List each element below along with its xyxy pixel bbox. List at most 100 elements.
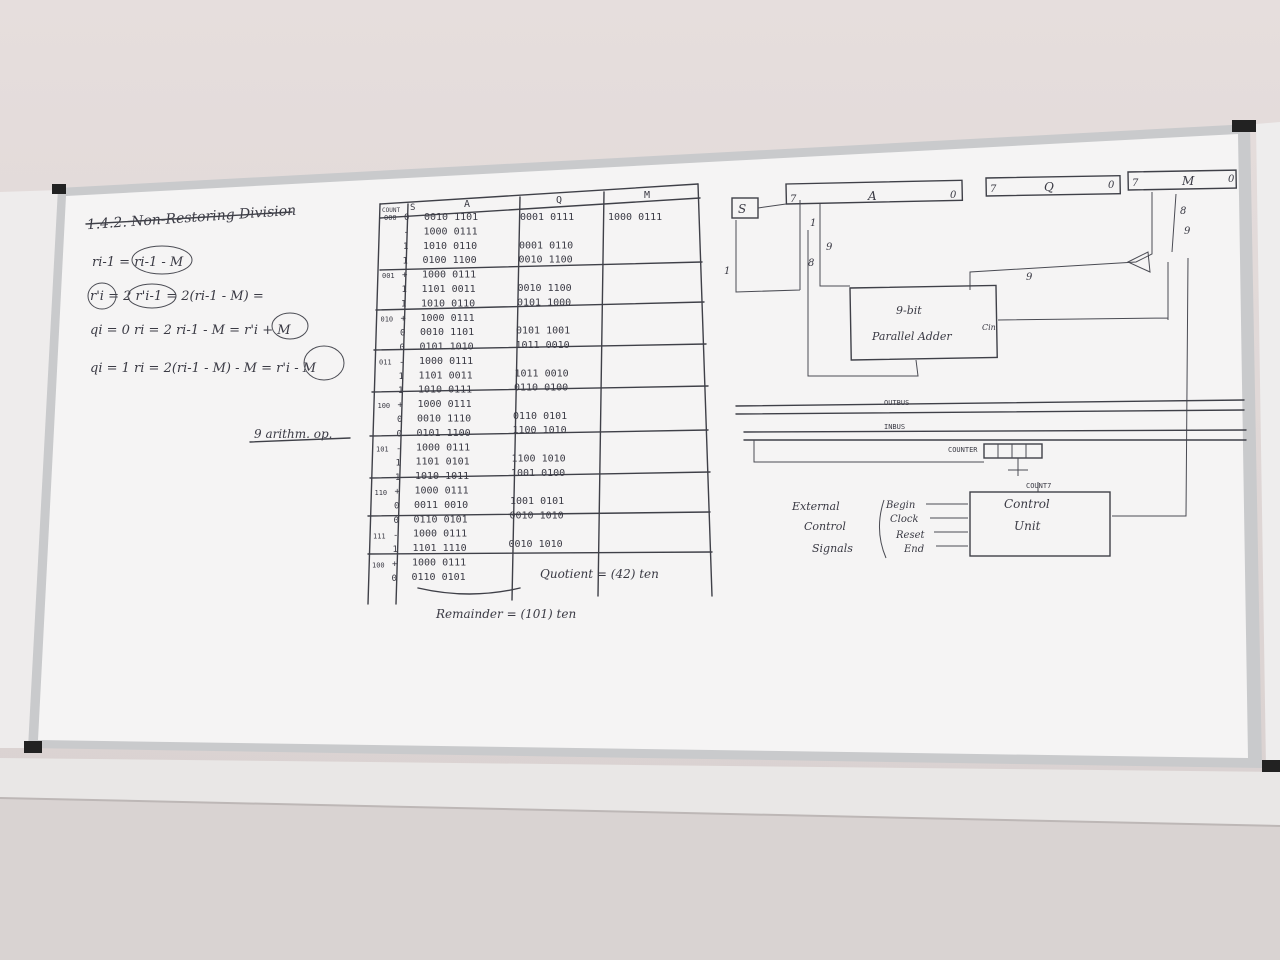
table-cell-q: 0001 0111 (520, 212, 574, 223)
control-line2: Unit (1014, 519, 1041, 533)
table-cell-a: 1010 0110 (423, 241, 477, 252)
table-cell-count: 100 (372, 561, 385, 569)
circle-mark (303, 345, 345, 381)
register-m (1127, 169, 1238, 191)
table-cell-a: 0010 1101 (424, 212, 478, 223)
datapath-diagram: S A Q M 7 0 7 0 7 0 8 9 9 8 1 1 9 9-bit … (724, 169, 1247, 559)
register-q (985, 174, 1122, 197)
table-cell-s: 1 (393, 545, 398, 555)
table-cell-s: 1 (402, 285, 407, 295)
circle-mark (87, 282, 117, 310)
table-cell-a: 0010 1110 (417, 414, 471, 425)
formula-4: qi = 1 ri = 2(ri-1 - M) - M = r'i - M (90, 361, 317, 376)
table-cell-a: 1000 0111 (418, 399, 472, 410)
outbus-label: OUTBUS (884, 399, 909, 407)
counter-label: COUNTER (948, 446, 978, 454)
remainder-brace (417, 587, 521, 595)
table-cell-count: 110 (375, 489, 388, 497)
frame-clip (1262, 760, 1280, 772)
counter (983, 443, 1043, 459)
table-cell-s: + (398, 401, 404, 411)
table-cell-count: 111 (373, 532, 386, 540)
table-cell-a: 1000 0111 (422, 270, 476, 281)
quotient-note: Quotient = (42) ten (540, 567, 659, 581)
register-a-label: A (867, 189, 877, 203)
table-cell-s: - (396, 444, 401, 454)
table-cell-s: + (395, 487, 401, 497)
table-cell-count: 100 (378, 402, 391, 410)
board-surface (38, 134, 1248, 758)
bit-label: 1 (724, 266, 730, 277)
table-cell-q: 0110 0101 (513, 411, 567, 422)
bit-label: 8 (1180, 206, 1186, 217)
table-cell-q: 0101 1000 (517, 297, 571, 308)
table-cell-q: 1001 0100 (511, 468, 565, 479)
table-cell-a: 1010 0110 (421, 298, 475, 309)
external-line3: Signals (812, 542, 853, 555)
table-cell-q: 0010 1010 (510, 510, 564, 521)
signal-begin: Begin (885, 500, 915, 511)
table-cell-q: 0001 0110 (519, 240, 573, 251)
heading-underline (85, 211, 293, 225)
frame-clip (1232, 120, 1256, 132)
table-cell-count: 101 (376, 446, 389, 454)
inbus-label: INBUS (884, 423, 905, 431)
external-line2: Control (804, 520, 846, 533)
right-board-edge (1256, 122, 1280, 770)
ops-underline (249, 437, 351, 443)
table-cell-a: 1000 0111 (416, 442, 470, 453)
signal-arrows (926, 503, 968, 547)
table-cell-s: 0 (397, 430, 402, 440)
table-cell-a: 0101 1010 (420, 342, 474, 353)
bit-label: 8 (808, 258, 814, 269)
table-cell-a: 1101 0011 (419, 370, 473, 381)
table-cell-s: 0 (397, 415, 402, 425)
table-cell-s: - (393, 531, 398, 541)
table-cell-s: 1 (398, 386, 403, 396)
adder-line2: Parallel Adder (871, 330, 952, 343)
table-cell-s: 1 (399, 372, 404, 382)
table-cell-s: 0 (400, 328, 405, 338)
table-cell-m: 1000 0111 (608, 212, 662, 223)
table-cell-q: 1001 0101 (510, 496, 564, 507)
signal-brace (879, 499, 887, 559)
bit-label: 9 (1026, 272, 1033, 283)
table-cell-a: 1000 0111 (421, 313, 475, 324)
control-line1: Control (1004, 497, 1050, 511)
table-cell-q: 1100 1010 (512, 454, 566, 465)
circle-mark (127, 283, 177, 309)
table-cell-q: 1011 0010 (515, 368, 569, 379)
table-cell-q: 0010 1100 (518, 283, 572, 294)
bit-label: 7 (990, 184, 997, 195)
table-cell-a: 1010 0111 (418, 385, 472, 396)
control-unit (969, 491, 1111, 557)
table-cell-s: 0 (400, 343, 405, 353)
circle-mark (131, 245, 193, 275)
external-line1: External (791, 500, 840, 513)
table-cell-s: 0 (394, 502, 399, 512)
inbus-line (743, 429, 1247, 441)
count7-label: COUNT7 (1026, 482, 1051, 490)
table-cell-a: 0101 1100 (417, 428, 471, 439)
table-cell-s: 0 (394, 516, 399, 526)
table-cell-q: 0110 0100 (514, 383, 568, 394)
bit-label: 7 (1132, 178, 1139, 189)
table-header-cell: S (410, 203, 415, 213)
register-a (785, 179, 964, 205)
bit-label: 0 (950, 190, 957, 201)
table-cell-s: 0 (392, 574, 397, 584)
table-cell-s: 0 (404, 213, 409, 223)
table-cell-a: 0011 0010 (414, 500, 468, 511)
frame-clip (52, 184, 66, 194)
formula-2: r'i = 2 r'i-1 = 2(ri-1 - M) = (90, 289, 264, 304)
formula-3: qi = 0 ri = 2 ri-1 - M = r'i + M (90, 323, 291, 338)
table-header-cell: Q (556, 195, 562, 206)
table-cell-count: 010 (381, 315, 394, 323)
table-cell-s: - (399, 357, 404, 367)
bit-label: 1 (810, 218, 816, 229)
table-cell-s: 1 (395, 473, 400, 483)
table-cell-q: 1100 1010 (513, 425, 567, 436)
ops-note: 9 arithm. op. (254, 427, 332, 441)
